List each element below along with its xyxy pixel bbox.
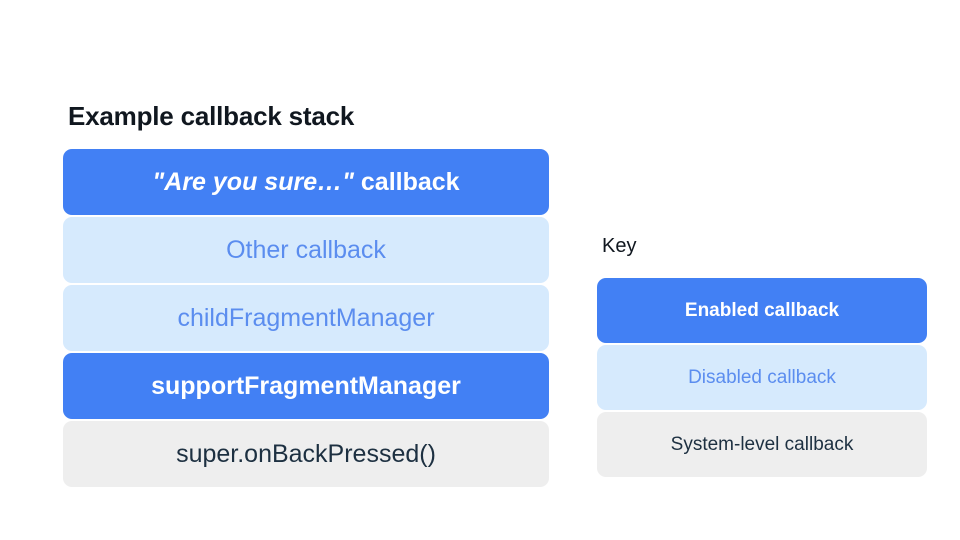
callback-stack-list: "Are you sure…" callback Other callback …: [63, 149, 549, 487]
stack-bar-super-on-back-pressed: super.onBackPressed(): [63, 421, 549, 487]
page-title: Example callback stack: [68, 101, 355, 131]
key-item-enabled-callback: Enabled callback: [597, 278, 927, 343]
key-item-disabled-callback: Disabled callback: [597, 345, 927, 410]
stack-bar-other-callback: Other callback: [63, 217, 549, 283]
key-legend-section: Key Enabled callback Disabled callback S…: [597, 234, 927, 477]
stack-bar-label: "Are you sure…" callback: [152, 168, 459, 196]
key-item-label: Enabled callback: [684, 299, 840, 321]
key-title: Key: [602, 235, 637, 257]
stack-bar-label: Other callback: [226, 236, 386, 264]
stack-bar-label: childFragmentManager: [177, 304, 435, 332]
callback-stack-section: Example callback stack "Are you sure…" c…: [63, 100, 549, 487]
stack-bar-label: supportFragmentManager: [151, 372, 461, 400]
stack-bar-are-you-sure-callback: "Are you sure…" callback: [63, 149, 549, 215]
key-item-system-level-callback: System-level callback: [597, 412, 927, 477]
stack-bar-child-fragment-manager: childFragmentManager: [63, 285, 549, 351]
stack-bar-label-plain: callback: [353, 168, 460, 196]
key-legend-list: Enabled callback Disabled callback Syste…: [597, 278, 927, 477]
stack-bar-label: super.onBackPressed(): [176, 440, 436, 468]
stack-bar-support-fragment-manager: supportFragmentManager: [63, 353, 549, 419]
key-item-label: Disabled callback: [688, 366, 836, 388]
key-item-label: System-level callback: [670, 433, 854, 455]
stack-bar-label-quoted: "Are you sure…": [152, 168, 354, 196]
